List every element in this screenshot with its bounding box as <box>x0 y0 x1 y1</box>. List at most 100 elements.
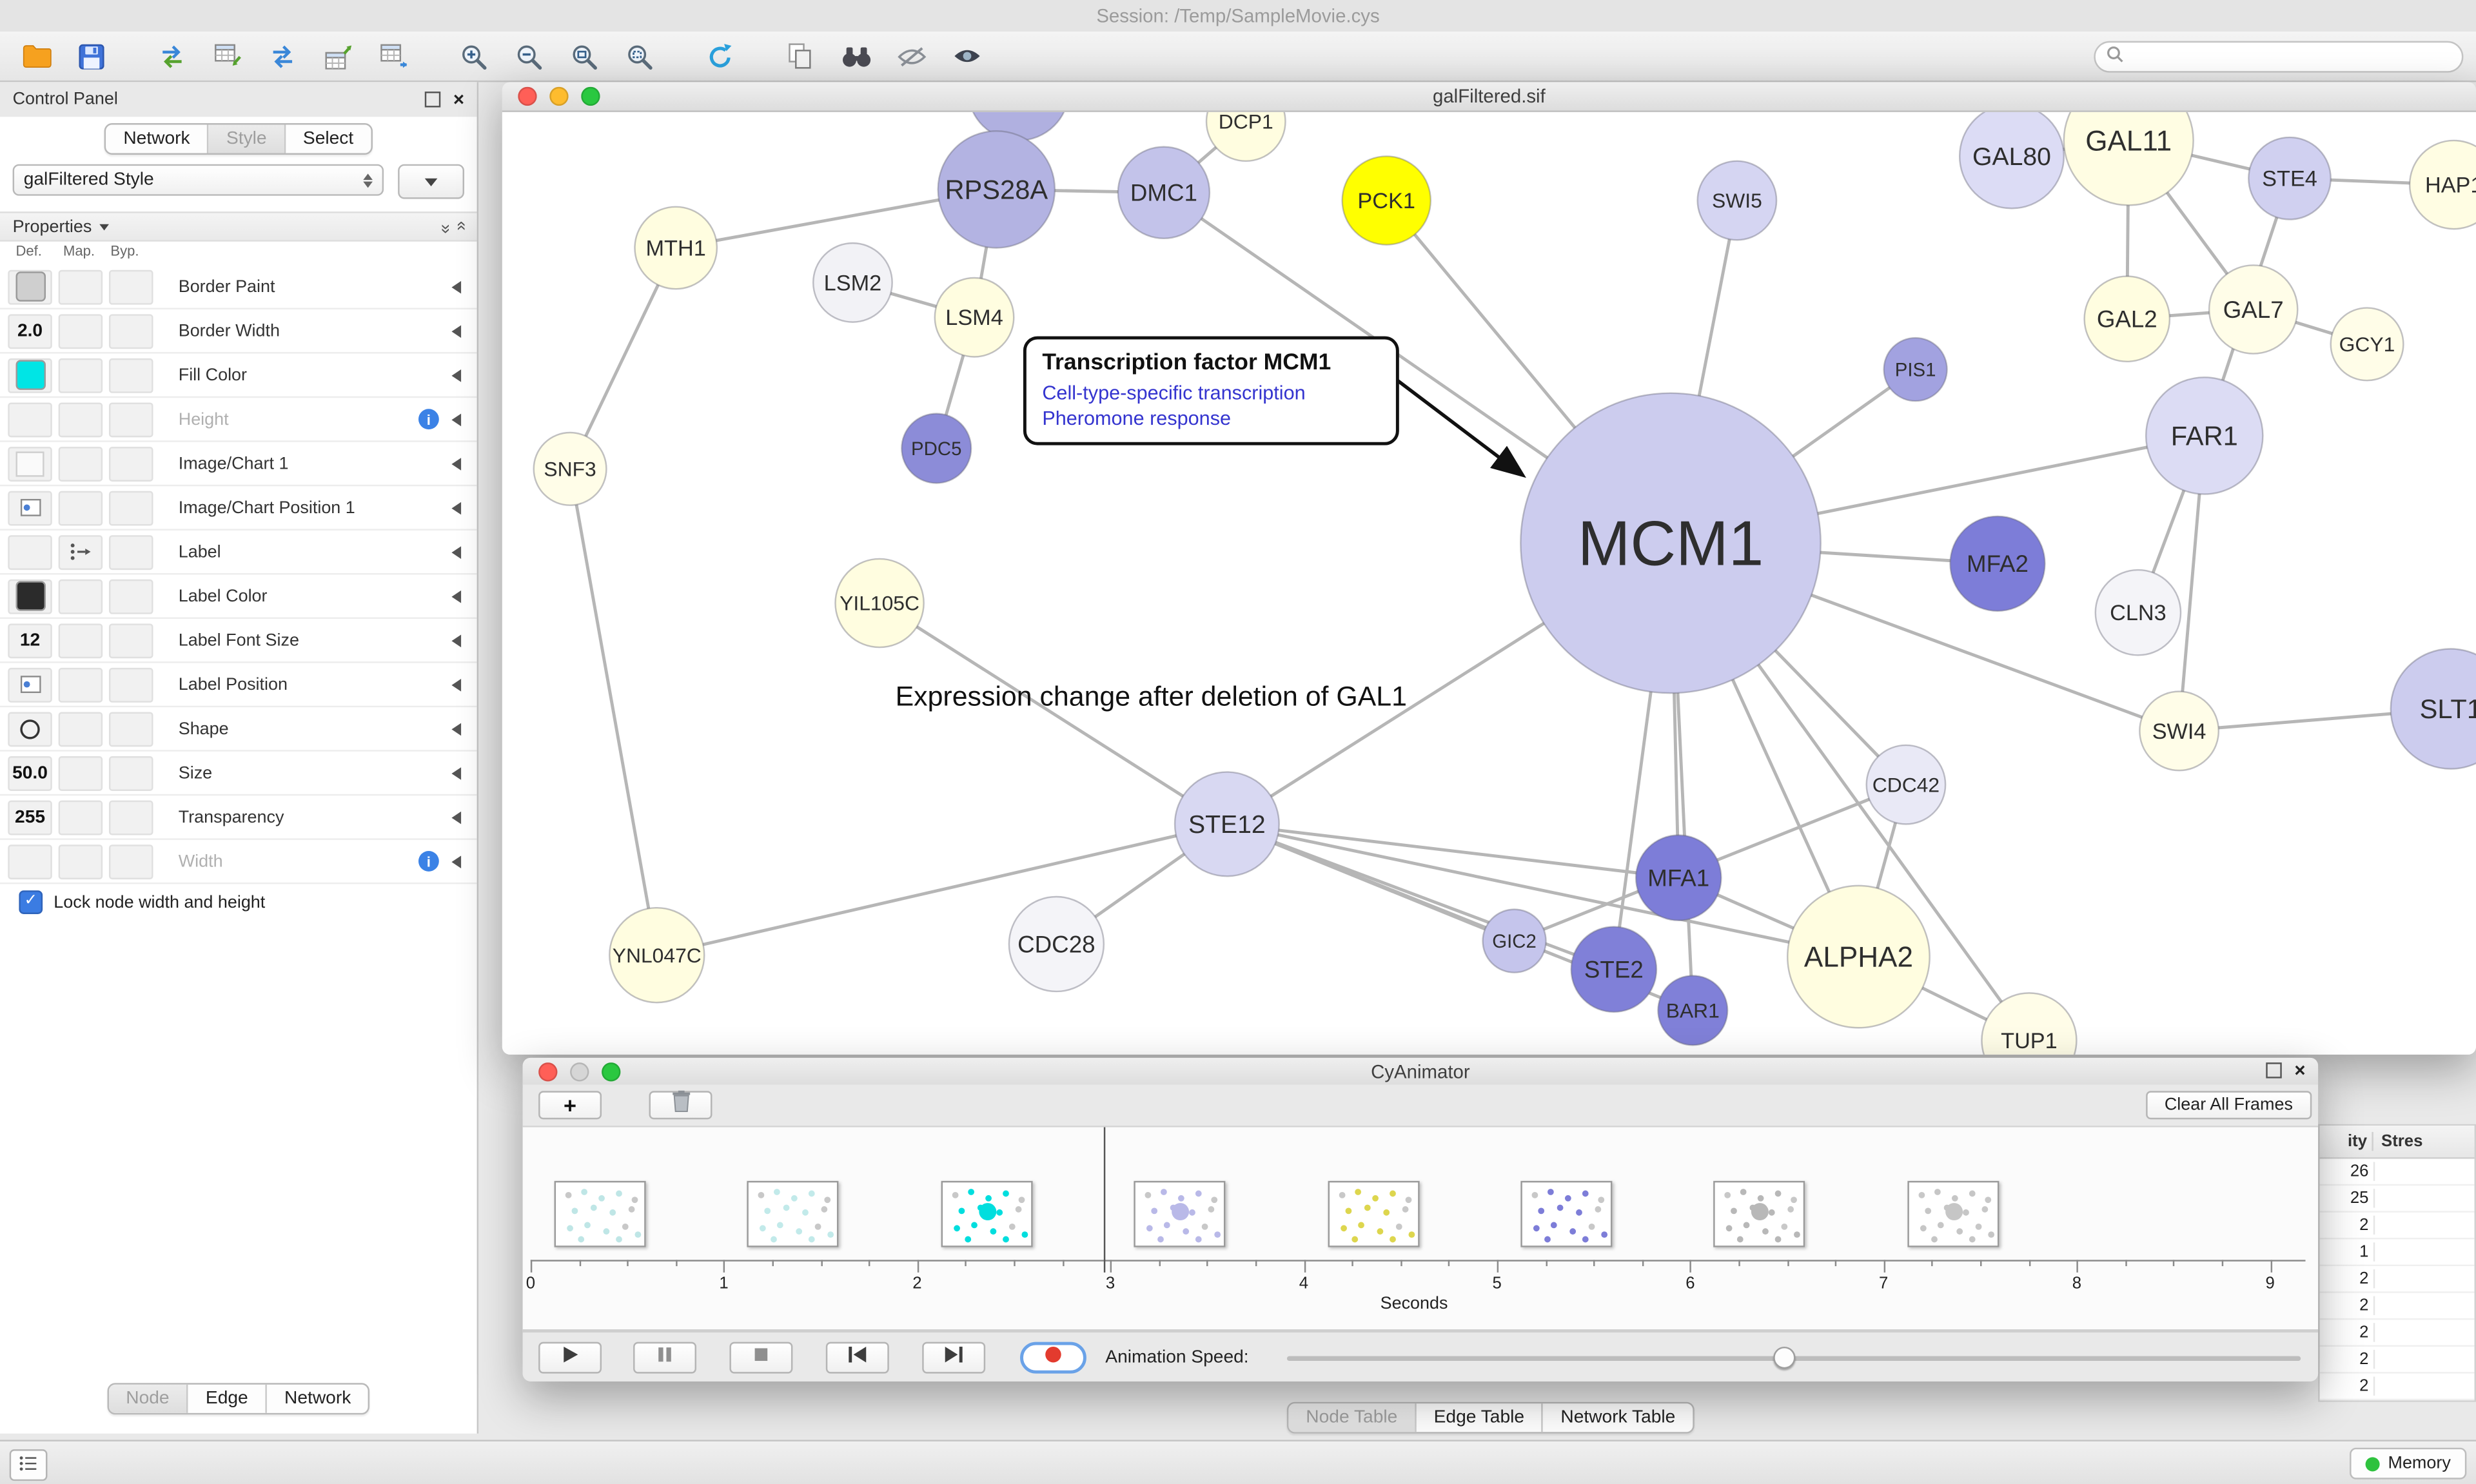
zoom-fit-button[interactable] <box>560 35 607 77</box>
node-RPS28A[interactable] <box>937 130 1056 249</box>
import-table-button[interactable] <box>204 35 251 77</box>
node-LSM4[interactable] <box>934 277 1015 358</box>
minimize-window-icon[interactable] <box>549 86 569 106</box>
app-titlebar[interactable]: Session: /Temp/SampleMovie.cys <box>0 0 2476 32</box>
node-SNF3[interactable] <box>533 431 607 506</box>
default-value-cell[interactable] <box>8 445 52 481</box>
stop-button[interactable] <box>729 1342 793 1374</box>
copy-button[interactable] <box>777 35 824 77</box>
default-value-cell[interactable] <box>8 402 52 437</box>
bypass-cell[interactable] <box>108 490 153 525</box>
float-panel-icon[interactable] <box>424 92 441 108</box>
node-ALPHA2[interactable] <box>1787 884 1931 1029</box>
mapping-cell[interactable] <box>58 313 103 349</box>
mapping-cell[interactable] <box>58 534 103 569</box>
bypass-cell[interactable] <box>108 269 153 304</box>
info-icon[interactable]: i <box>418 409 439 430</box>
bypass-cell[interactable] <box>108 711 153 747</box>
bypass-cell[interactable] <box>108 313 153 349</box>
tab-node-table[interactable]: Node Table <box>1288 1403 1417 1432</box>
refresh-layout-button[interactable] <box>696 35 743 77</box>
node-SLT1[interactable] <box>2390 648 2476 770</box>
import-network-button[interactable] <box>148 35 195 77</box>
mapping-cell[interactable] <box>58 490 103 525</box>
mapping-cell[interactable] <box>58 755 103 790</box>
collapse-arrow-icon[interactable] <box>451 280 462 293</box>
default-value-cell[interactable]: 50.0 <box>8 755 52 790</box>
node-PIS1[interactable] <box>1883 337 1948 402</box>
frame-thumbnail-0[interactable] <box>554 1180 646 1247</box>
info-icon[interactable]: i <box>418 851 439 872</box>
node-MFA1[interactable] <box>1635 834 1722 921</box>
node-STE4[interactable] <box>2248 136 2332 220</box>
tab-network[interactable]: Network <box>106 124 210 153</box>
close-window-icon[interactable] <box>538 1062 558 1082</box>
tab-select[interactable]: Select <box>302 129 354 149</box>
close-frame-icon[interactable]: × <box>2294 1059 2306 1082</box>
bypass-cell[interactable] <box>108 667 153 702</box>
show-log-button[interactable] <box>9 1449 48 1481</box>
search-input[interactable] <box>2132 44 2451 68</box>
tab-style[interactable]: Style <box>209 124 286 153</box>
close-panel-icon[interactable]: × <box>453 88 465 111</box>
mapping-cell[interactable] <box>58 445 103 481</box>
tab-network-style[interactable]: Network <box>284 1389 351 1409</box>
collapse-arrow-icon[interactable] <box>451 545 462 558</box>
column-header[interactable]: Stres <box>2381 1131 2423 1151</box>
bypass-cell[interactable] <box>108 755 153 790</box>
tab-node-style[interactable]: Node <box>108 1384 188 1413</box>
mapping-cell[interactable] <box>58 402 103 437</box>
mapping-cell[interactable] <box>58 357 103 393</box>
frame-thumbnail-1[interactable] <box>747 1180 840 1247</box>
mapping-cell[interactable] <box>58 667 103 702</box>
node-DMC1[interactable] <box>1117 146 1211 240</box>
frame-thumbnail-6[interactable] <box>1714 1180 1806 1247</box>
node-YNL047C[interactable] <box>609 906 705 1004</box>
cyanimator-titlebar[interactable]: CyAnimator × <box>522 1057 2319 1088</box>
delete-frame-button[interactable] <box>649 1090 712 1120</box>
annotation-arrow[interactable] <box>1396 379 1526 478</box>
default-value-cell[interactable] <box>8 578 52 614</box>
bypass-cell[interactable] <box>108 445 153 481</box>
default-value-cell[interactable] <box>8 534 52 569</box>
memory-button[interactable]: Memory <box>2350 1447 2467 1479</box>
collapse-arrow-icon[interactable] <box>451 766 462 779</box>
close-window-icon[interactable] <box>518 86 537 106</box>
default-value-cell[interactable]: 255 <box>8 799 52 835</box>
export-image-button[interactable] <box>369 35 417 77</box>
properties-header[interactable]: Properties » » <box>0 211 477 242</box>
node-MFA2[interactable] <box>1949 515 2046 612</box>
collapse-arrow-icon[interactable] <box>451 810 462 824</box>
node-HAP1[interactable] <box>2408 139 2476 230</box>
speed-slider-track[interactable] <box>1286 1346 2301 1369</box>
tab-edge-table[interactable]: Edge Table <box>1417 1403 1544 1432</box>
node-GAL2[interactable] <box>2083 275 2171 363</box>
node-GIC2[interactable] <box>1482 908 1547 973</box>
frame-thumbnail-7[interactable] <box>1907 1180 1999 1247</box>
edge-STE12-YNL047C[interactable] <box>656 822 1228 957</box>
export-network-button[interactable] <box>259 35 306 77</box>
export-table-button[interactable] <box>314 35 361 77</box>
collapse-arrow-icon[interactable] <box>451 456 462 470</box>
frame-thumbnail-3[interactable] <box>1134 1180 1226 1247</box>
control-panel-header[interactable]: Control Panel × <box>0 82 477 117</box>
bypass-cell[interactable] <box>108 534 153 569</box>
save-session-button[interactable] <box>68 35 115 77</box>
default-value-cell[interactable] <box>8 357 52 393</box>
zoom-selected-button[interactable] <box>616 35 663 77</box>
default-value-cell[interactable]: 2.0 <box>8 313 52 349</box>
playhead[interactable] <box>1103 1127 1106 1273</box>
node-LSM2[interactable] <box>812 242 893 323</box>
search-box[interactable] <box>2094 40 2464 72</box>
default-value-cell[interactable] <box>8 843 52 879</box>
node-GAL7[interactable] <box>2208 264 2299 355</box>
node-CLN3[interactable] <box>2094 569 2182 656</box>
collapse-arrow-icon[interactable] <box>451 589 462 603</box>
node-CDC42[interactable] <box>1865 744 1947 825</box>
lock-size-checkbox[interactable]: ✓ <box>19 890 43 914</box>
hide-selected-button[interactable] <box>887 35 934 77</box>
node-PDC5[interactable] <box>901 413 972 484</box>
bypass-cell[interactable] <box>108 799 153 835</box>
mapping-cell[interactable] <box>58 711 103 747</box>
record-button[interactable] <box>1020 1342 1086 1374</box>
